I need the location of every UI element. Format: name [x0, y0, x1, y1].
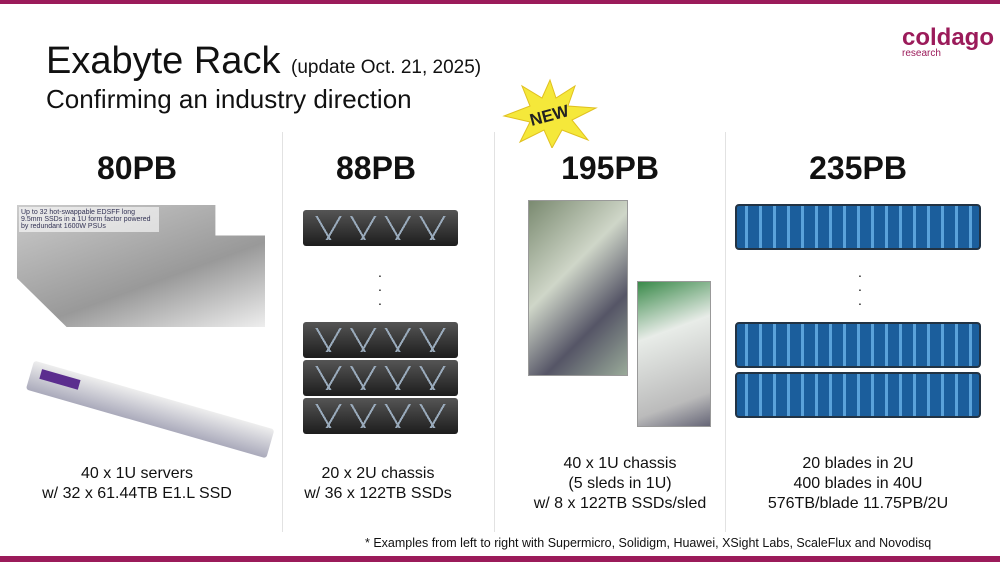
novodisq-blade-chassis-image	[735, 322, 981, 368]
desc-line: (5 sleds in 1U)	[568, 475, 672, 492]
desc-line: 400 blades in 40U	[793, 475, 923, 492]
supermicro-server-image: Up to 32 hot-swappable EDSFF long 9.5mm …	[17, 205, 265, 327]
column-divider	[494, 132, 495, 532]
column-1-description: 40 x 1U servers w/ 32 x 61.44TB E1.L SSD	[7, 464, 267, 504]
desc-line: 20 blades in 2U	[802, 455, 914, 472]
solidigm-ssd-image	[25, 360, 275, 459]
desc-line: 40 x 1U servers	[80, 465, 194, 482]
capacity-88pb: 88PB	[335, 150, 417, 186]
top-accent-bar	[0, 0, 1000, 4]
novodisq-blade-chassis-image	[735, 204, 981, 250]
huawei-chassis-image	[303, 322, 458, 358]
logo-name: coldago	[902, 24, 995, 51]
desc-line: w/ 8 x 122TB SSDs/sled	[533, 495, 707, 512]
desc-line: w/ 32 x 61.44TB E1.L SSD	[42, 485, 232, 502]
logo-tagline: research	[902, 48, 941, 59]
desc-line: 40 x 1U chassis	[563, 455, 677, 472]
xsight-sled-photo	[528, 200, 628, 376]
title-text: Exabyte Rack	[46, 40, 281, 82]
page-title: Exabyte Rack (update Oct. 21, 2025)	[46, 40, 481, 83]
update-date: (update Oct. 21, 2025)	[291, 57, 482, 78]
huawei-chassis-image	[303, 210, 458, 246]
desc-line: w/ 36 x 122TB SSDs	[304, 485, 452, 502]
server-image-caption: Up to 32 hot-swappable EDSFF long 9.5mm …	[19, 207, 159, 232]
ellipsis-dots: ···	[857, 267, 863, 311]
column-divider	[725, 132, 726, 532]
ellipsis-dots: ···	[377, 267, 383, 311]
capacity-235pb: 235PB	[809, 150, 907, 186]
capacity-195pb: 195PB	[561, 150, 659, 186]
column-3-description: 40 x 1U chassis (5 sleds in 1U) w/ 8 x 122…	[490, 454, 750, 514]
desc-line: 576TB/blade 11.75PB/2U	[767, 495, 949, 512]
ssd-label	[39, 369, 81, 390]
column-2-description: 20 x 2U chassis w/ 36 x 122TB SSDs	[248, 464, 508, 504]
capacity-80pb: 80PB	[96, 150, 178, 186]
page-subtitle: Confirming an industry direction	[46, 84, 412, 114]
column-divider	[282, 132, 283, 532]
new-badge-starburst-icon: NEW	[502, 78, 598, 148]
column-4-description: 20 blades in 2U 400 blades in 40U 576TB/bl…	[728, 454, 988, 514]
huawei-chassis-image	[303, 360, 458, 396]
bottom-accent-bar	[0, 556, 1000, 562]
footnote: * Examples from left to right with Super…	[365, 536, 932, 550]
desc-line: 20 x 2U chassis	[321, 465, 435, 482]
novodisq-blade-chassis-image	[735, 372, 981, 418]
huawei-chassis-image	[303, 398, 458, 434]
scaleflux-sled-photo	[637, 281, 711, 427]
